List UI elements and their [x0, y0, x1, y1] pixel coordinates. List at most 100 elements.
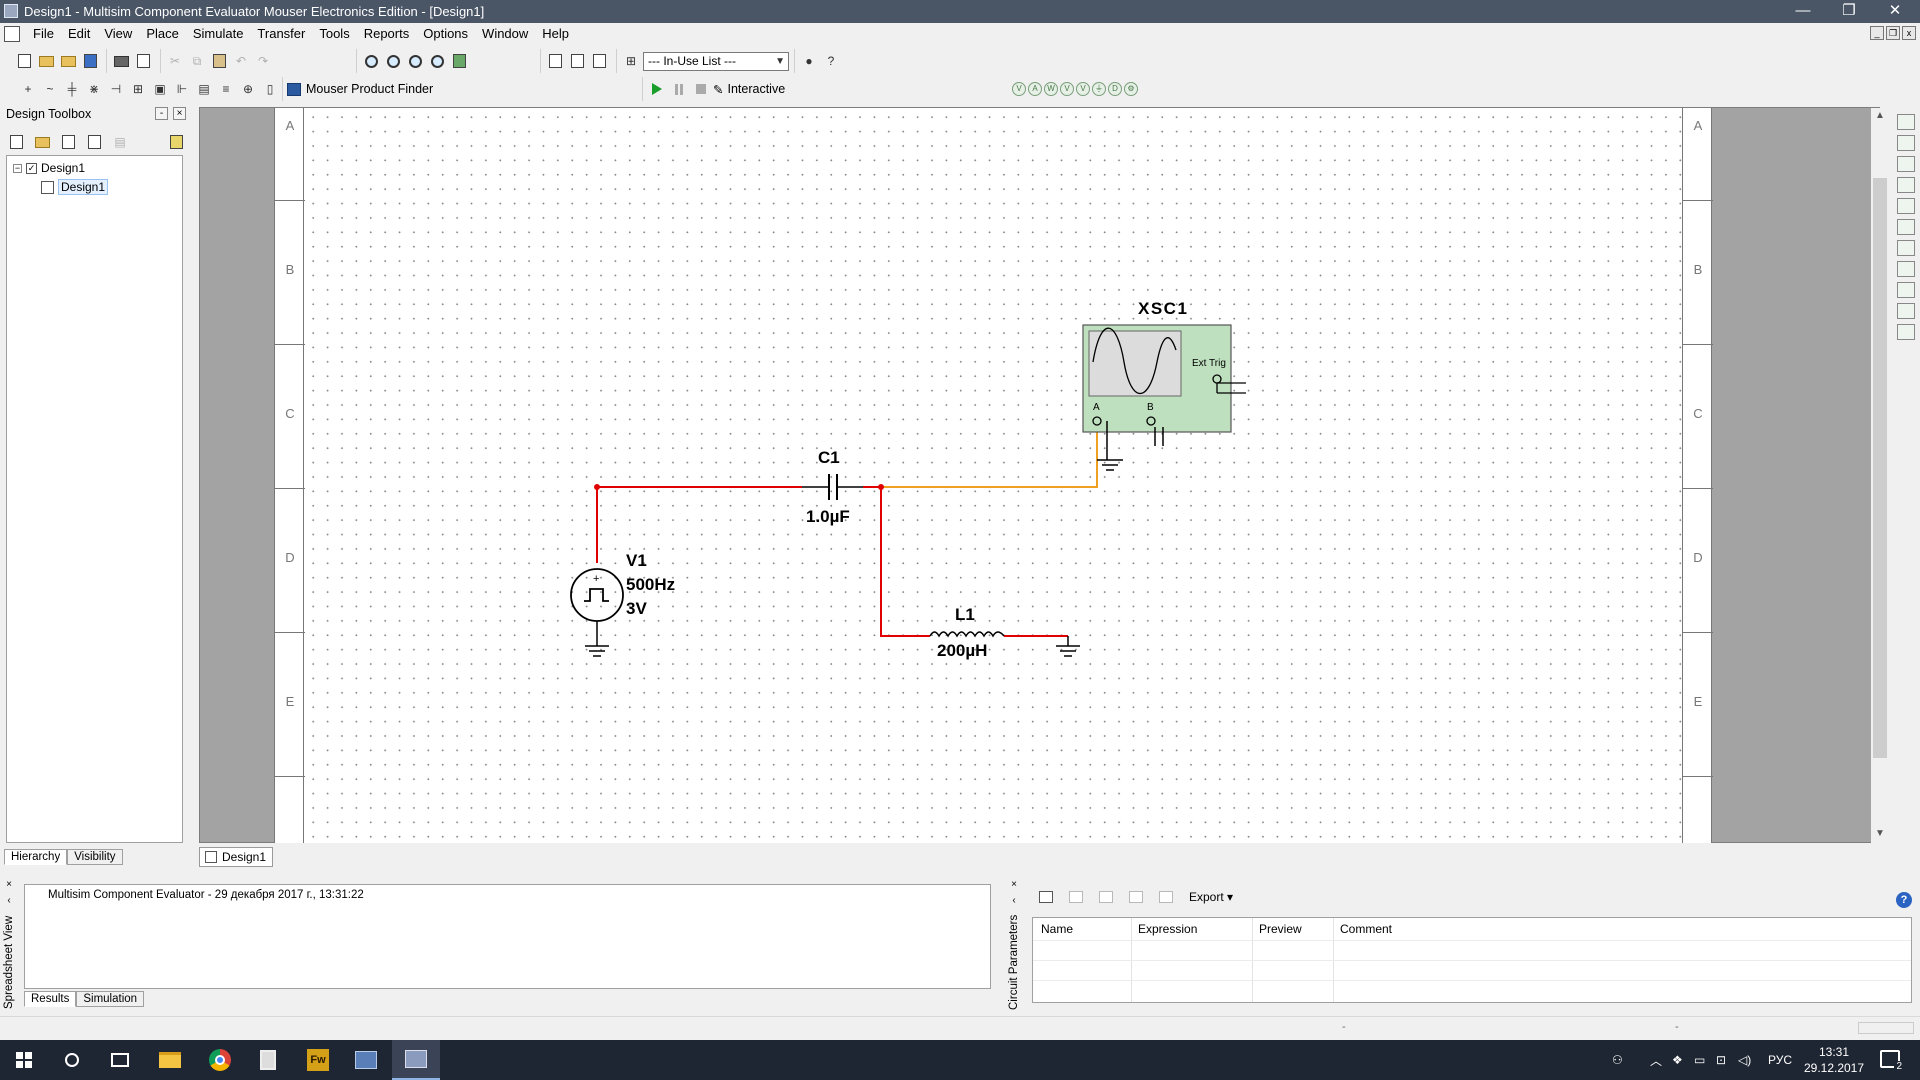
column-comment[interactable]: Comment	[1340, 922, 1393, 936]
add-parameter-icon[interactable]	[1035, 889, 1057, 905]
diff-voltage-probe-icon[interactable]: V	[1060, 82, 1074, 96]
oscilloscope-icon[interactable]	[1897, 177, 1915, 193]
multimeter-icon[interactable]	[1897, 114, 1915, 130]
place-graphic-icon[interactable]: ⊕	[242, 82, 254, 96]
taskbar-chrome[interactable]	[196, 1040, 244, 1080]
reference-probe-icon[interactable]: ⏚	[1092, 82, 1106, 96]
scroll-down-icon[interactable]: ▼	[1875, 828, 1885, 839]
open-design-icon[interactable]	[32, 132, 52, 152]
move-up-icon[interactable]	[1095, 889, 1117, 905]
word-generator-icon[interactable]	[1897, 240, 1915, 256]
minimize-button[interactable]: —	[1795, 2, 1811, 19]
digital-probe-icon[interactable]: D	[1108, 82, 1122, 96]
close-circuit-params-icon[interactable]: ×	[1011, 879, 1017, 890]
document-icon[interactable]	[4, 26, 20, 42]
logic-analyzer-icon[interactable]	[1897, 261, 1915, 277]
place-comment-icon[interactable]: ▤	[198, 82, 210, 96]
tab-design1[interactable]: Design1	[199, 847, 274, 867]
menu-options[interactable]: Options	[423, 26, 469, 41]
network-icon[interactable]: ⊡	[1716, 1053, 1727, 1067]
menu-window[interactable]: Window	[482, 26, 529, 41]
grapher-button[interactable]	[545, 51, 565, 71]
place-text-icon[interactable]: ≡	[222, 82, 230, 96]
taskbar-explorer[interactable]	[146, 1040, 194, 1080]
language-indicator[interactable]: РУС	[1768, 1053, 1793, 1067]
voltage-probe-icon[interactable]: V	[1012, 82, 1026, 96]
current-probe-instrument-icon[interactable]	[1897, 324, 1915, 340]
taskbar-fireworks[interactable]: Fw	[294, 1040, 342, 1080]
place-wire-icon[interactable]: ~	[46, 82, 54, 96]
menu-simulate[interactable]: Simulate	[192, 26, 244, 41]
stop-simulation-button[interactable]	[691, 79, 711, 99]
tab-visibility[interactable]: Visibility	[67, 849, 123, 865]
menu-reports[interactable]: Reports	[363, 26, 410, 41]
mdi-restore-button[interactable]: ❐	[1886, 26, 1900, 40]
wattmeter-icon[interactable]	[1897, 156, 1915, 172]
vertical-scrollbar[interactable]: ▲ ▼	[1871, 108, 1889, 843]
zoom-out-button[interactable]	[383, 51, 403, 71]
close-panel-button[interactable]: ×	[173, 107, 186, 120]
spectrum-analyzer-icon[interactable]	[1897, 303, 1915, 319]
open-button[interactable]	[36, 51, 56, 71]
close-spreadsheet-icon[interactable]: ×	[6, 879, 12, 890]
close-design-icon[interactable]	[84, 132, 104, 152]
pause-simulation-button[interactable]	[669, 79, 689, 99]
move-down-icon[interactable]	[1125, 889, 1147, 905]
start-button[interactable]	[0, 1040, 48, 1080]
place-bus-icon[interactable]: ╪	[67, 82, 77, 96]
notifications-icon[interactable]: 2	[1880, 1050, 1904, 1072]
menu-edit[interactable]: Edit	[67, 26, 91, 41]
collapse-icon[interactable]: −	[13, 162, 22, 173]
pin-panel-button[interactable]: -	[155, 107, 168, 120]
close-button[interactable]: ✕	[1888, 2, 1902, 19]
menu-file[interactable]: File	[33, 26, 54, 41]
redo-button[interactable]: ↷	[257, 54, 269, 68]
cut-button[interactable]: ✂	[169, 54, 181, 68]
column-name[interactable]: Name	[1041, 922, 1074, 936]
spreadsheet-button[interactable]	[567, 51, 587, 71]
search-button[interactable]	[48, 1040, 96, 1080]
tree-child[interactable]: Design1	[41, 179, 109, 195]
battery-icon[interactable]: ▭	[1694, 1053, 1706, 1067]
delete-design-icon[interactable]: ▤	[114, 135, 126, 149]
run-simulation-button[interactable]	[647, 79, 667, 99]
tab-results[interactable]: Results	[24, 991, 77, 1007]
save-button[interactable]	[80, 51, 100, 71]
menu-tools[interactable]: Tools	[319, 26, 350, 41]
taskbar-app[interactable]	[342, 1040, 390, 1080]
clock[interactable]: 13:31 29.12.2017	[1799, 1044, 1869, 1076]
menu-transfer[interactable]: Transfer	[257, 26, 306, 41]
power-probe-icon[interactable]: W	[1044, 82, 1058, 96]
current-probe-icon[interactable]: A	[1028, 82, 1042, 96]
probe-settings-icon[interactable]: ⚙	[1124, 82, 1138, 96]
tab-simulation[interactable]: Simulation	[76, 991, 145, 1007]
menu-help[interactable]: Help	[542, 26, 570, 41]
undo-button[interactable]: ↶	[235, 54, 247, 68]
mdi-close-button[interactable]: x	[1902, 26, 1916, 40]
help-icon[interactable]: ?	[1896, 892, 1912, 908]
sort-icon[interactable]	[1155, 889, 1177, 905]
menu-view[interactable]: View	[104, 26, 133, 41]
place-junction-icon[interactable]: +	[24, 82, 32, 96]
taskbar-multisim[interactable]	[392, 1040, 440, 1080]
dropbox-icon[interactable]: ❖	[1672, 1053, 1683, 1067]
export-button[interactable]: Export ▾	[1189, 890, 1233, 904]
column-preview[interactable]: Preview	[1259, 922, 1302, 936]
taskbar-calculator[interactable]	[244, 1040, 292, 1080]
place-multipage-icon[interactable]: ▣	[154, 82, 166, 96]
checkbox-icon[interactable]: ✓	[26, 162, 37, 174]
place-subcircuit-icon[interactable]: ⊞	[132, 82, 144, 96]
globe-icon[interactable]: ●	[805, 54, 813, 68]
tree-root[interactable]: − ✓ Design1	[13, 161, 85, 175]
function-generator-icon[interactable]	[1897, 135, 1915, 151]
people-icon[interactable]: ⚇	[1612, 1053, 1623, 1067]
postprocessor-button[interactable]	[589, 51, 609, 71]
help-icon[interactable]: ?	[827, 54, 835, 68]
frequency-counter-icon[interactable]	[1897, 219, 1915, 235]
zoom-in-button[interactable]	[361, 51, 381, 71]
toolbox-options-icon[interactable]	[166, 132, 186, 152]
pin-spreadsheet-icon[interactable]: ‹	[7, 895, 11, 906]
interactive-analysis-button[interactable]: ✎ Interactive	[713, 82, 785, 97]
mdi-minimize-button[interactable]: _	[1870, 26, 1884, 40]
scroll-up-icon[interactable]: ▲	[1875, 110, 1885, 121]
